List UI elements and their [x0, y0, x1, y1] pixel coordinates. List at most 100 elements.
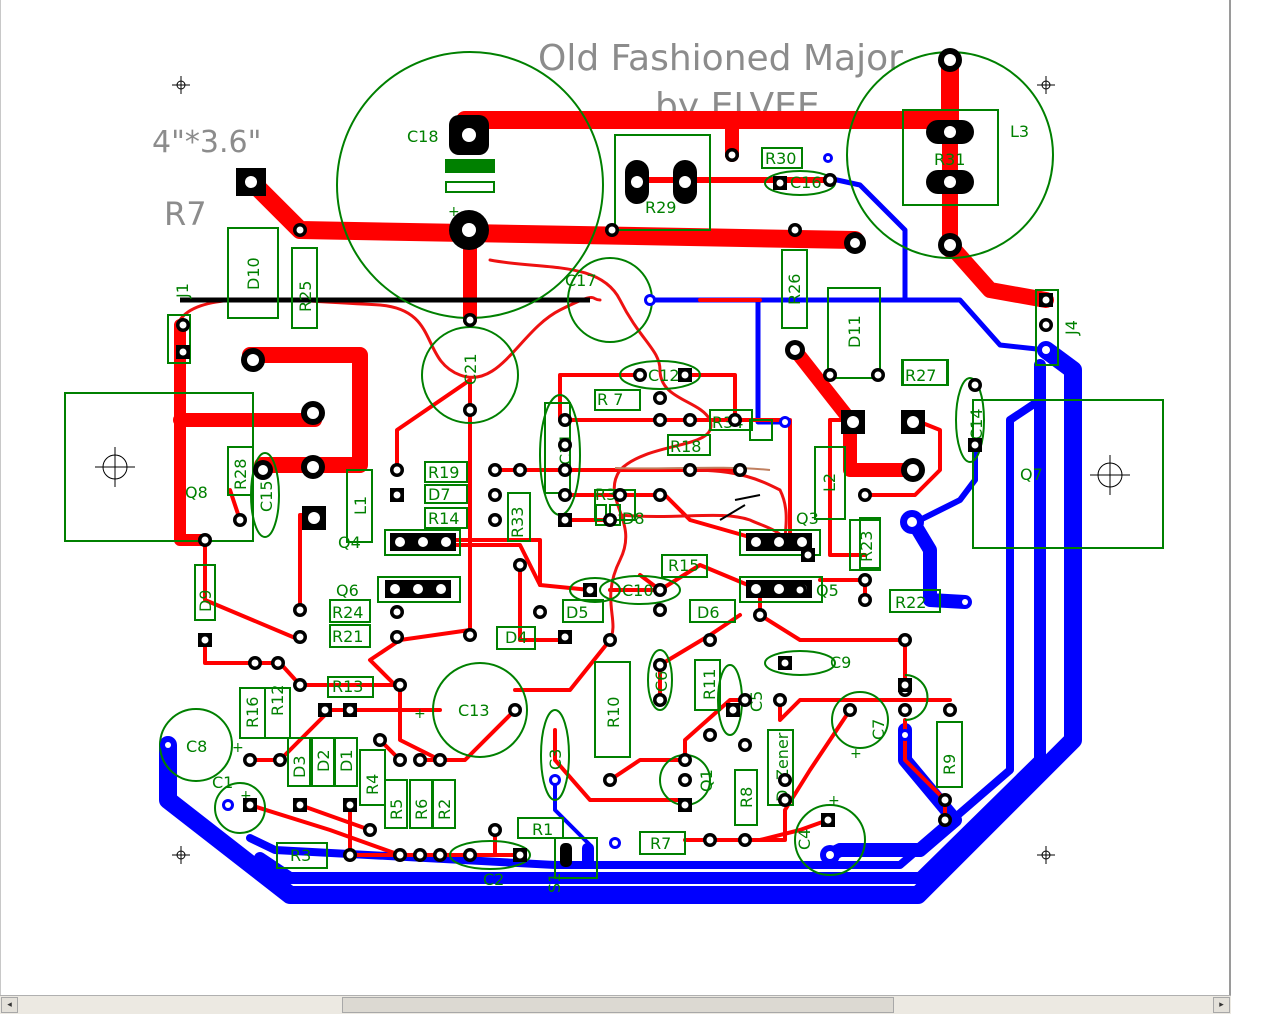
label-r25: R25: [296, 281, 315, 312]
label-c10: C10: [622, 581, 654, 600]
pad-drill: [656, 416, 664, 424]
pad-large: [785, 340, 805, 360]
label-r3: R3: [290, 846, 311, 865]
scroll-right-arrow-icon[interactable]: ▸: [1213, 997, 1230, 1013]
pad-drill: [516, 466, 524, 474]
pad-drill: [561, 416, 569, 424]
black-wire-marks: [180, 297, 761, 521]
label-c2: C2: [483, 870, 504, 889]
pad-large: [673, 160, 697, 204]
pad-large: [938, 48, 962, 72]
pad-drill: [346, 706, 354, 714]
label-q3: Q3: [796, 509, 819, 528]
pad-large: [844, 232, 866, 254]
pad-drill: [728, 151, 736, 159]
label-d8: D8: [622, 509, 645, 528]
pad-drill: [561, 466, 569, 474]
label-r1: R1: [532, 820, 553, 839]
pad-large: [302, 506, 326, 530]
corner-label: R7: [164, 195, 207, 233]
pad-large: [253, 460, 273, 480]
label-r4: R4: [363, 774, 382, 795]
mounting-target-icon: [1037, 76, 1055, 94]
pad-drill: [201, 536, 209, 544]
svg-text:+: +: [240, 788, 252, 804]
pad-drill: [179, 348, 187, 356]
pad-drill: [776, 179, 784, 187]
pad-drill: [656, 606, 664, 614]
pad-drill: [741, 741, 749, 749]
pad-drill: [686, 466, 694, 474]
pad-drill: [416, 756, 424, 764]
label-r21: R21: [332, 627, 363, 646]
pad-drill: [561, 516, 569, 524]
pad-drill: [901, 636, 909, 644]
label-d3: D3: [290, 756, 309, 779]
label-c12: C12: [648, 366, 680, 385]
pad-drill: [824, 816, 832, 824]
label-j4: J4: [1062, 320, 1081, 336]
svg-text:+: +: [850, 746, 862, 762]
label-d6: D6: [697, 603, 720, 622]
label-c8: C8: [186, 737, 207, 756]
horizontal-scrollbar[interactable]: ◂ ▸: [0, 995, 1231, 1014]
label-c3: C3: [546, 749, 565, 770]
svg-text:+: +: [828, 793, 840, 809]
label-c1: C1: [212, 773, 233, 792]
pad-drill: [656, 491, 664, 499]
label-c6: C6: [652, 671, 671, 692]
label-r8: R8: [737, 787, 756, 808]
pad-drill: [511, 706, 519, 714]
label-r30: R30: [765, 149, 796, 168]
pad-drill: [466, 406, 474, 414]
pad-drill: [416, 851, 424, 859]
pad-drill: [616, 491, 624, 499]
pad-drill: [586, 586, 594, 594]
label-q5: Q5: [816, 581, 839, 600]
pad-drill: [396, 851, 404, 859]
label-r16: R16: [243, 697, 262, 728]
pad-drill: [393, 466, 401, 474]
pad-drill: [246, 801, 254, 809]
pad-drill: [491, 516, 499, 524]
pad-drill: [1042, 296, 1050, 304]
pad-drill: [608, 226, 616, 234]
label-r14: R14: [428, 509, 459, 528]
pad-drill: [1042, 321, 1050, 329]
pad-drill: [946, 706, 954, 714]
left-border: [0, 0, 1, 995]
pad-drill: [396, 756, 404, 764]
pad-large: [926, 120, 974, 144]
pad-drill: [606, 636, 614, 644]
label-d1: D1: [337, 750, 356, 773]
label-q7: Q7: [1020, 465, 1043, 484]
pad-drill: [706, 731, 714, 739]
pad-drill: [491, 826, 499, 834]
pad-drill: [971, 381, 979, 389]
label-c4: C4: [795, 829, 814, 850]
pad-drill: [393, 608, 401, 616]
label-c7: C7: [869, 719, 888, 740]
pad-drill: [781, 659, 789, 667]
pad-drill: [251, 659, 259, 667]
pad-drill: [681, 776, 689, 784]
label-q1: Q1: [697, 769, 716, 792]
label-r26: R26: [785, 274, 804, 305]
label-r7-lower: R7: [650, 834, 671, 853]
pad-drill: [561, 491, 569, 499]
scroll-left-arrow-icon[interactable]: ◂: [1, 997, 18, 1013]
label-r11: R11: [700, 669, 719, 700]
right-border: [1229, 0, 1231, 995]
pad-drill: [296, 681, 304, 689]
pad-drill: [656, 394, 664, 402]
bottom-pads: [160, 153, 1054, 865]
pad-drill: [776, 696, 784, 704]
transistor-q6-pads: [385, 580, 451, 598]
pad-drill: [396, 681, 404, 689]
pad-large: [301, 455, 325, 479]
pad-drill: [366, 826, 374, 834]
scrollbar-thumb[interactable]: [342, 997, 894, 1013]
pad-drill: [731, 416, 739, 424]
label-r10: R10: [604, 697, 623, 728]
